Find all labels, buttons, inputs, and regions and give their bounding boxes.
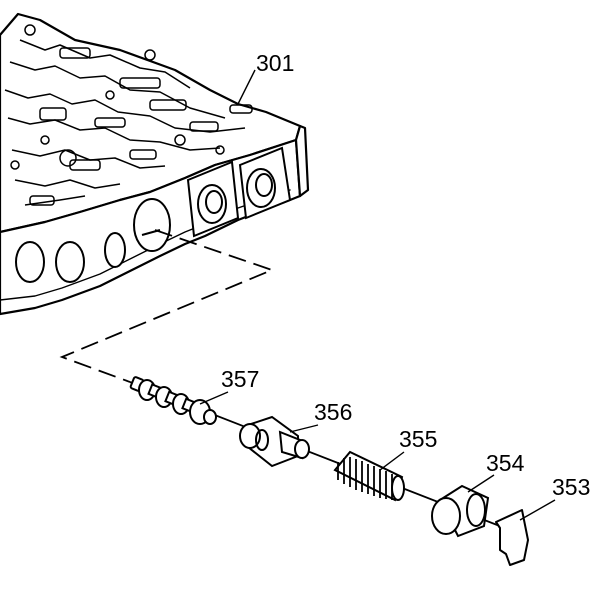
leader-353 xyxy=(519,499,556,521)
callout-356: 356 xyxy=(314,399,353,425)
part-355-spring xyxy=(333,450,405,502)
bore-left-1 xyxy=(104,232,126,268)
dashed-guide-line xyxy=(59,229,275,383)
bore-left-2 xyxy=(55,241,85,283)
callout-355: 355 xyxy=(399,426,438,452)
valve-body-bores xyxy=(15,146,292,283)
callout-353: 353 xyxy=(552,474,591,500)
callout-357: 357 xyxy=(221,366,260,392)
part-356-valve xyxy=(239,415,310,468)
leader-354 xyxy=(467,474,495,493)
callout-leaders xyxy=(199,69,556,521)
bore-large xyxy=(133,198,171,252)
callout-354: 354 xyxy=(486,450,525,476)
part-357-valve-spool xyxy=(129,376,217,425)
callout-301: 301 xyxy=(256,50,295,76)
part-354-plug xyxy=(431,484,490,538)
valve-body-end-face xyxy=(294,124,310,198)
bore-left-3 xyxy=(15,241,45,283)
leader-355 xyxy=(379,451,405,471)
leader-356 xyxy=(289,424,319,433)
leader-301 xyxy=(237,69,256,105)
leader-357 xyxy=(199,391,229,405)
assembly-centerline xyxy=(59,229,511,531)
part-353-retainer-clip xyxy=(495,509,529,566)
valve-body-passages xyxy=(4,24,253,206)
